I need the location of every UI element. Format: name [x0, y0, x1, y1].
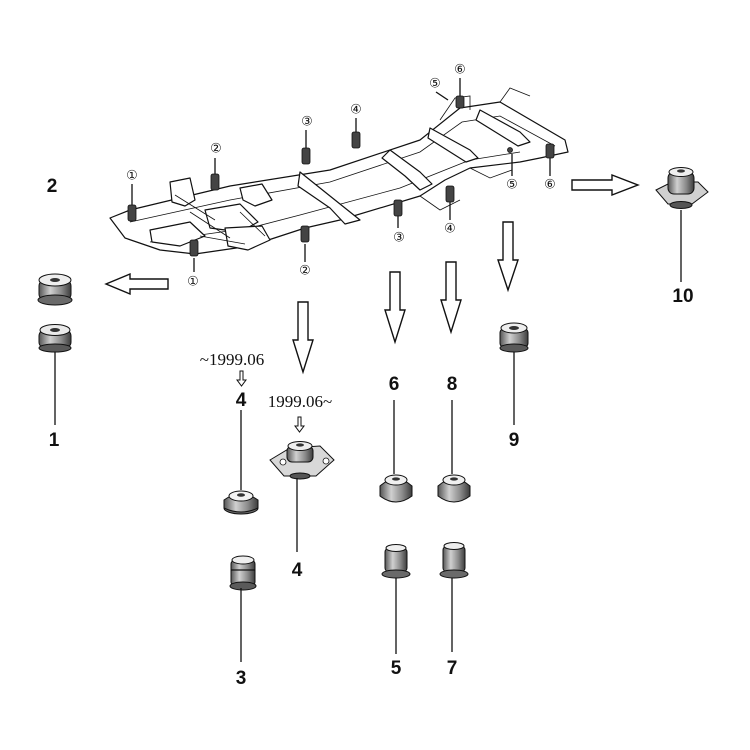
part-label-9: 9 — [509, 430, 520, 451]
cushion-part-2 — [37, 273, 73, 306]
marker-1-top: ① — [126, 169, 138, 184]
marker-1-bottom: ① — [187, 275, 199, 290]
part-label-4-early: 4 — [236, 390, 247, 411]
marker-3-bottom: ③ — [393, 231, 405, 246]
marker-6-bottom: ⑥ — [544, 178, 556, 193]
cushion-part-4-early — [223, 490, 259, 515]
frame-mount-points — [127, 95, 555, 257]
part-label-7: 7 — [447, 658, 458, 679]
part-label-5: 5 — [391, 658, 402, 679]
part-label-2: 2 — [47, 176, 58, 197]
position-markers: ① ② ③ ④ ⑤ ⑥ ① ② ③ ④ ⑤ ⑥ — [126, 63, 556, 290]
part-label-4-late: 4 — [292, 560, 303, 581]
part-label-3: 3 — [236, 668, 247, 689]
marker-3-top: ③ — [301, 115, 313, 130]
direction-arrows — [104, 173, 640, 375]
marker-4-bottom: ④ — [444, 222, 456, 237]
part-label-10: 10 — [672, 286, 693, 307]
part-label-8: 8 — [447, 374, 458, 395]
marker-2-bottom: ② — [299, 264, 311, 279]
arrow-down-6 — [384, 271, 406, 345]
date-arrows — [236, 370, 305, 433]
cushion-part-10 — [655, 167, 709, 209]
marker-5-bottom: ⑤ — [506, 178, 518, 193]
cushion-part-9 — [499, 322, 529, 353]
cushion-part-5 — [381, 544, 411, 579]
cushion-part-4-late — [269, 441, 335, 480]
vehicle-frame-drawing — [109, 87, 569, 255]
part-label-1: 1 — [49, 430, 60, 451]
cushion-part-6 — [379, 474, 413, 503]
arrow-down-8 — [440, 261, 462, 335]
part-number-labels: 1 2 3 4 4 5 6 7 8 9 10 — [47, 176, 694, 689]
marker-5-top: ⑤ — [429, 77, 441, 92]
marker-6-top: ⑥ — [454, 63, 466, 78]
arrow-down-9 — [497, 221, 519, 293]
marker-4-top: ④ — [350, 103, 362, 118]
cushion-part-3 — [229, 555, 257, 591]
marker-leaders — [131, 78, 551, 272]
cushion-part-7 — [439, 542, 469, 579]
arrow-down-4 — [292, 301, 314, 375]
cushion-part-8 — [437, 474, 471, 503]
part-label-6: 6 — [389, 374, 400, 395]
cushion-part-1 — [38, 324, 72, 353]
arrow-left — [104, 272, 169, 296]
arrow-right — [571, 173, 640, 197]
marker-2-top: ② — [210, 142, 222, 157]
date-label-before: ~1999.06 — [200, 350, 264, 369]
date-label-after: 1999.06~ — [268, 392, 332, 411]
